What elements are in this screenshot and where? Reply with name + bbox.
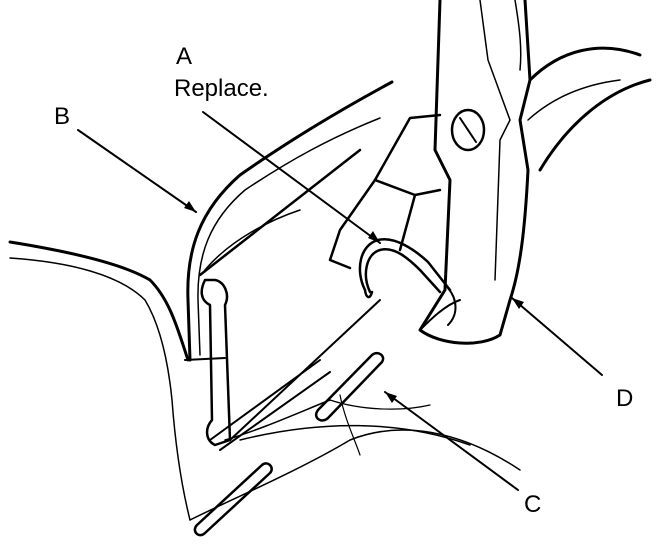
leader-arrowheads bbox=[184, 201, 524, 403]
arrowhead-d bbox=[512, 298, 524, 309]
callout-c-letter: C bbox=[524, 491, 541, 518]
small-rod bbox=[193, 462, 273, 537]
lower-lever bbox=[200, 278, 381, 447]
leader-b bbox=[77, 129, 197, 213]
bracket-d bbox=[418, 0, 652, 345]
panel-edge-b bbox=[184, 80, 394, 362]
arrowhead-c bbox=[385, 392, 397, 403]
leader-d bbox=[511, 297, 603, 376]
arrowhead-a bbox=[368, 231, 380, 243]
leader-a bbox=[202, 111, 381, 244]
callout-a-note: Replace. bbox=[174, 75, 269, 102]
leader-lines bbox=[77, 111, 603, 491]
callout-d-letter: D bbox=[616, 385, 633, 412]
body-panel bbox=[8, 240, 521, 521]
retaining-clip-a bbox=[358, 238, 452, 299]
callout-b-letter: B bbox=[54, 103, 70, 130]
arrowhead-b bbox=[184, 201, 196, 212]
leader-c bbox=[384, 391, 519, 491]
callout-a-letter: A bbox=[176, 43, 192, 70]
mount-block bbox=[328, 113, 442, 270]
